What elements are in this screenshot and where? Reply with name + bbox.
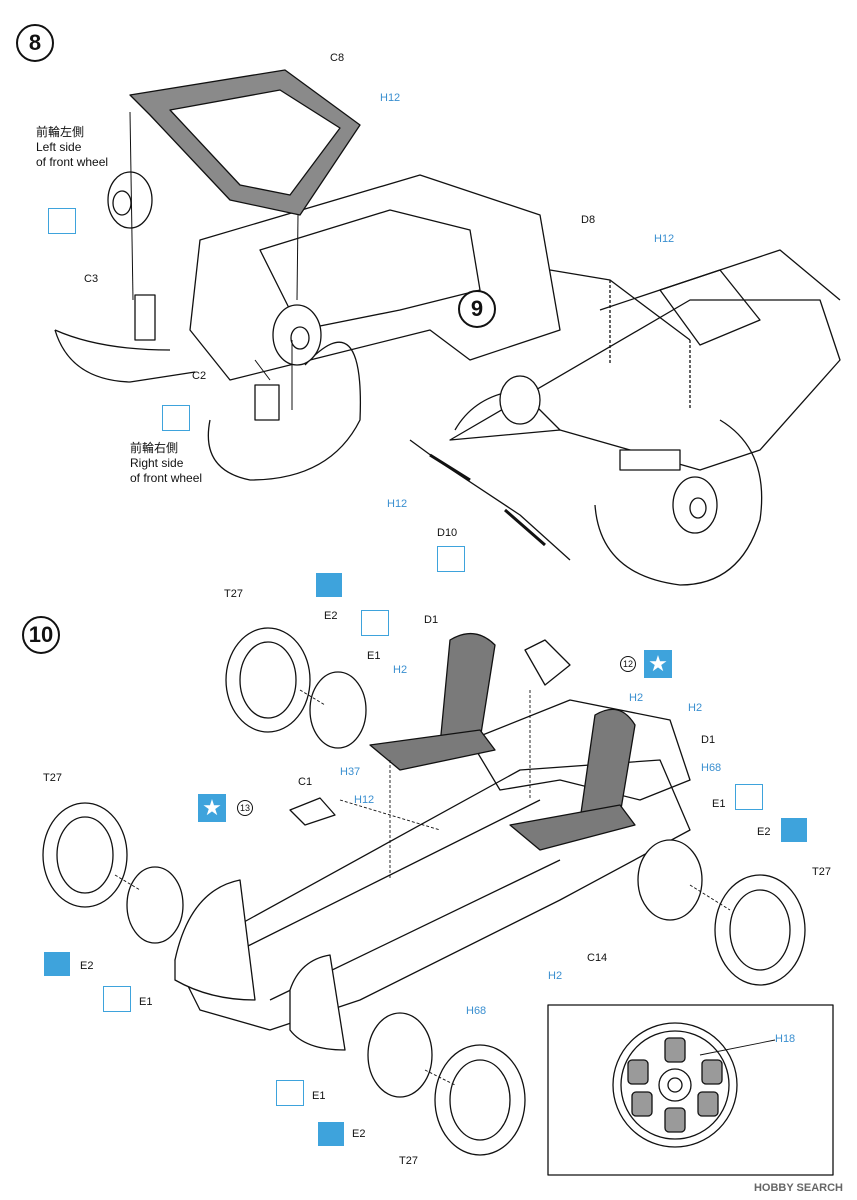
part-label-t27: T27 <box>812 866 831 878</box>
no-cement-icon <box>361 610 389 636</box>
right-side-note: 前輪右側 Right side of front wheel <box>130 441 202 486</box>
part-label-c2: C2 <box>192 370 207 382</box>
part-label-e1: E1 <box>312 1090 326 1102</box>
decal-number-12: 12 <box>620 656 636 672</box>
part-label-c8: C8 <box>330 52 345 64</box>
no-cement-icon <box>103 986 131 1012</box>
part-label-d8: D8 <box>581 214 596 226</box>
step9-hubs <box>499 375 718 534</box>
paint-label-h37: H37 <box>340 766 361 778</box>
part-label-e2: E2 <box>757 826 771 838</box>
star-icon: ★ <box>198 794 226 822</box>
left-side-en-1: Left side <box>36 140 82 154</box>
part-label-e1: E1 <box>712 798 726 810</box>
paint-label-h68: H68 <box>466 1005 487 1017</box>
part-label-d10: D10 <box>437 527 458 539</box>
part-label-e2: E2 <box>80 960 94 972</box>
step9-linkage-d8 <box>549 269 691 410</box>
part-label-e1: E1 <box>367 650 381 662</box>
decal-number-13: 13 <box>237 800 253 816</box>
part-label-e2: E2 <box>324 610 338 622</box>
part-label-d1: D1 <box>424 614 439 626</box>
decal-13 <box>289 797 336 826</box>
left-side-note: 前輪左側 Left side of front wheel <box>36 125 108 170</box>
part-label-e1: E1 <box>139 996 153 1008</box>
step8-hubs <box>107 171 322 421</box>
left-side-en-2: of front wheel <box>36 155 109 169</box>
cement-icon <box>781 818 807 842</box>
wheel-detail-inset <box>547 1004 834 1176</box>
paint-label-h12: H12 <box>380 92 401 104</box>
paint-label-h18: H18 <box>775 1033 796 1045</box>
paint-label-h12: H12 <box>654 233 675 245</box>
part-label-d1: D1 <box>701 734 716 746</box>
step8-guide-arrows <box>129 111 299 410</box>
part-label-t27: T27 <box>43 772 62 784</box>
step-number-8: 8 <box>16 24 54 62</box>
left-side-jp: 前輪左側 <box>36 125 85 139</box>
no-cement-icon <box>735 784 763 810</box>
step10-seat-left <box>369 633 496 771</box>
inset-wheel <box>612 1022 738 1148</box>
no-cement-icon <box>162 405 190 431</box>
step10-wheels <box>42 627 806 1156</box>
cement-icon <box>44 952 70 976</box>
part-label-e2: E2 <box>352 1128 366 1140</box>
step9-chassis <box>449 249 841 586</box>
paint-label-h12: H12 <box>354 794 375 806</box>
part-label-c3: C3 <box>84 273 99 285</box>
step10-dashboard <box>469 639 691 801</box>
part-label-t27: T27 <box>399 1155 418 1167</box>
paint-label-h68: H68 <box>701 762 722 774</box>
paint-label-h2: H2 <box>688 702 703 714</box>
part-label-t27: T27 <box>224 588 243 600</box>
right-side-en-1: Right side <box>130 456 184 470</box>
paint-label-h12: H12 <box>387 498 408 510</box>
right-side-jp: 前輪右側 <box>130 441 179 455</box>
watermark: HOBBY SEARCH <box>753 1182 843 1194</box>
no-cement-icon <box>276 1080 304 1106</box>
step8-crossmember-c8 <box>129 69 361 216</box>
paint-label-h2: H2 <box>629 692 644 704</box>
no-cement-icon <box>437 546 465 572</box>
step10-fender-rear <box>174 879 346 1051</box>
star-icon: ★ <box>644 650 672 678</box>
cement-icon <box>318 1122 344 1146</box>
part-label-c1: C1 <box>298 776 313 788</box>
part-label-c14: C14 <box>587 952 608 964</box>
step10-guide-lines <box>114 689 731 1086</box>
step-number-9: 9 <box>458 290 496 328</box>
step10-seat-right <box>509 708 636 851</box>
right-side-en-2: of front wheel <box>130 471 203 485</box>
no-cement-icon <box>48 208 76 234</box>
paint-label-h2: H2 <box>393 664 408 676</box>
step-number-10: 10 <box>22 616 60 654</box>
step9-tierod-d10 <box>409 439 571 561</box>
paint-label-h2: H2 <box>548 970 563 982</box>
cement-icon <box>316 573 342 597</box>
